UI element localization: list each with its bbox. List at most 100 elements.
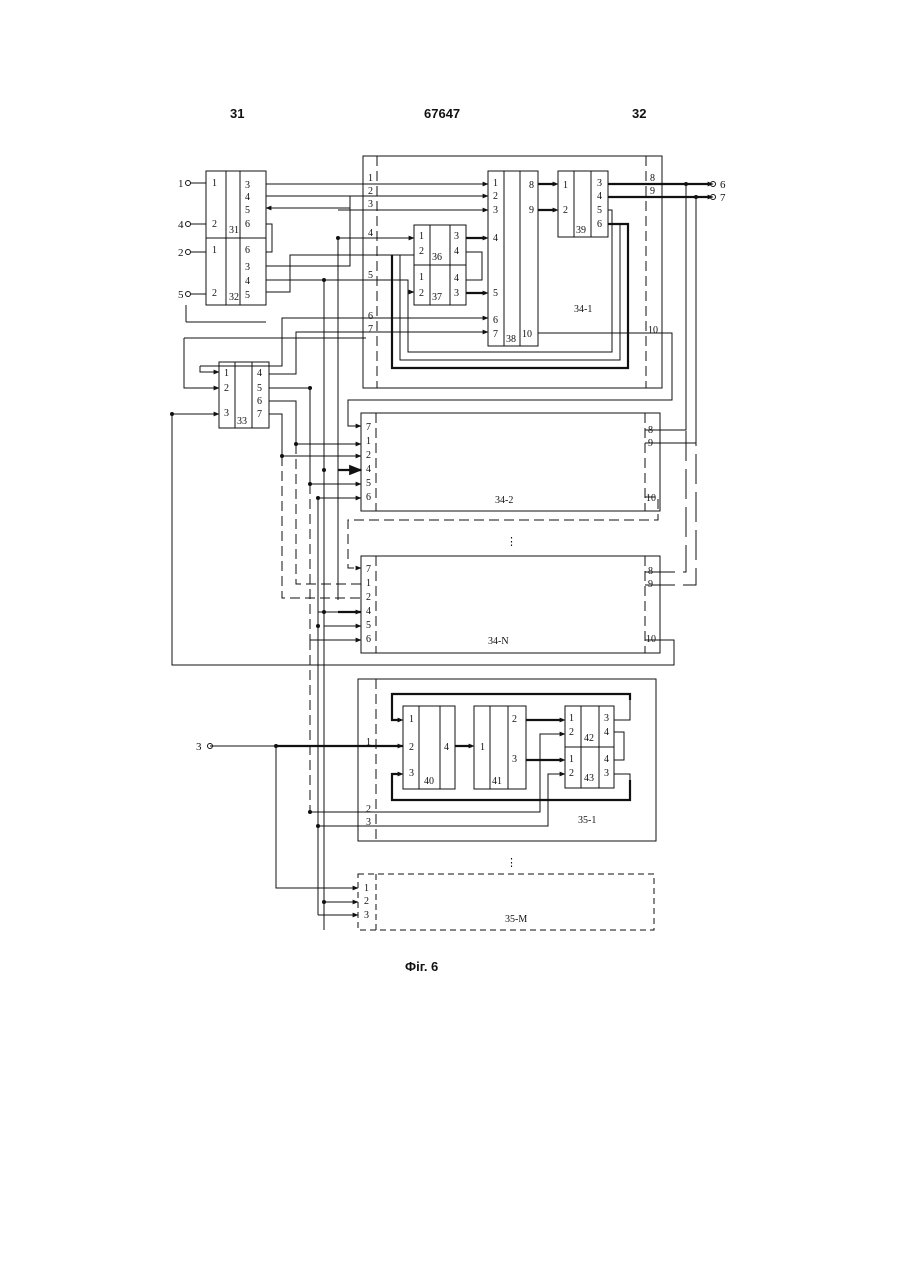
block-37-label: 37 <box>432 292 442 303</box>
block-42-in-1: 1 <box>569 713 574 724</box>
block-37-in-1: 1 <box>419 272 424 283</box>
module-34-1-in-4: 4 <box>368 228 373 239</box>
block-32-port-5: 5 <box>245 290 250 301</box>
block-31-port-3: 3 <box>245 180 250 191</box>
block-39-out-4: 4 <box>597 191 602 202</box>
block-32-port-3: 3 <box>245 262 250 273</box>
block-33-port-6: 6 <box>257 396 262 407</box>
block-33-port-4: 4 <box>257 368 262 379</box>
block-43-out-3: 3 <box>604 768 609 779</box>
block-38-out-9: 9 <box>529 205 534 216</box>
module-34-2-out-10: 10 <box>646 493 656 504</box>
block-32-port-2: 2 <box>212 288 217 299</box>
module-34-1-in-7: 7 <box>368 324 373 335</box>
connection-lines <box>172 184 713 930</box>
block-39-in-1: 1 <box>563 180 568 191</box>
block-31-port-4: 4 <box>245 192 250 203</box>
block-33-port-5: 5 <box>257 383 262 394</box>
module-35-m-in-1: 1 <box>364 883 369 894</box>
block-38-label: 38 <box>506 334 516 345</box>
block-33-port-7: 7 <box>257 409 262 420</box>
terminal-3-label: 3 <box>196 741 202 753</box>
block-41-in-1: 1 <box>480 742 485 753</box>
block-37-out-3: 3 <box>454 288 459 299</box>
block-38-in-2: 2 <box>493 191 498 202</box>
block-42-label: 42 <box>584 733 594 744</box>
module-34-n-in-5: 5 <box>366 620 371 631</box>
block-38-in-3: 3 <box>493 205 498 216</box>
block-40-out-4: 4 <box>444 742 449 753</box>
module-34-n-in-6: 6 <box>366 634 371 645</box>
module-34-n-in-7: 7 <box>366 564 371 575</box>
block-33-port-1: 1 <box>224 368 229 379</box>
block-38-in-4: 4 <box>493 233 498 244</box>
module-34-1-in-5: 5 <box>368 270 373 281</box>
module-34-2-in-1: 1 <box>366 436 371 447</box>
terminal-7-label: 7 <box>720 192 726 204</box>
block-32-port-6: 6 <box>245 245 250 256</box>
module-35-m-in-2: 2 <box>364 896 369 907</box>
module-34-1-in-2: 2 <box>368 186 373 197</box>
module-34-1-label: 34-1 <box>574 304 592 315</box>
block-38-in-6: 6 <box>493 315 498 326</box>
module-35-m-in-3: 3 <box>364 910 369 921</box>
block-40-in-2: 2 <box>409 742 414 753</box>
block-31-port-6: 6 <box>245 219 250 230</box>
module-34-2-in-4: 4 <box>366 464 371 475</box>
block-38-out-8: 8 <box>529 180 534 191</box>
module-34-1-in-6: 6 <box>368 311 373 322</box>
module-34-n-in-1: 1 <box>366 578 371 589</box>
block-31-port-1: 1 <box>212 178 217 189</box>
block-41-out-2: 2 <box>512 714 517 725</box>
block-39-out-3: 3 <box>597 178 602 189</box>
module-34-1-out-10: 10 <box>648 325 658 336</box>
block-33-label: 33 <box>237 416 247 427</box>
block-31-port-2: 2 <box>212 219 217 230</box>
terminal-1-label: 1 <box>178 178 184 190</box>
module-34-n-frame <box>361 556 660 653</box>
block-32-port-1: 1 <box>212 245 217 256</box>
block-36-out-3: 3 <box>454 231 459 242</box>
block-32-label: 32 <box>229 292 239 303</box>
block-39-out-5: 5 <box>597 205 602 216</box>
block-40-in-3: 3 <box>409 768 414 779</box>
module-34-1-out-9: 9 <box>650 186 655 197</box>
block-42-out-4: 4 <box>604 727 609 738</box>
block-33-port-2: 2 <box>224 383 229 394</box>
module-ellipsis-35: ⋮ <box>506 857 517 869</box>
block-36-out-4: 4 <box>454 246 459 257</box>
block-41-label: 41 <box>492 776 502 787</box>
module-34-2-in-5: 5 <box>366 478 371 489</box>
module-34-1-frame <box>363 156 662 388</box>
module-34-2-in-7: 7 <box>366 422 371 433</box>
module-34-1-in-3: 3 <box>368 199 373 210</box>
block-38-in-1: 1 <box>493 178 498 189</box>
module-34-1-in-1: 1 <box>368 173 373 184</box>
module-35-1-label: 35-1 <box>578 815 596 826</box>
module-35-1-in-2: 2 <box>366 804 371 815</box>
block-43-label: 43 <box>584 773 594 784</box>
terminal-5-label: 5 <box>178 289 184 301</box>
block-36-in-2: 2 <box>419 246 424 257</box>
block-41-out-3: 3 <box>512 754 517 765</box>
block-39-out-6: 6 <box>597 219 602 230</box>
block-37-out-4: 4 <box>454 273 459 284</box>
module-35-m-label: 35-M <box>505 914 527 925</box>
block-42-out-3: 3 <box>604 713 609 724</box>
module-34-n-label: 34-N <box>488 636 509 647</box>
block-40-in-1: 1 <box>409 714 414 725</box>
module-34-1-out-8: 8 <box>650 173 655 184</box>
input-terminals <box>186 181 207 297</box>
block-43-out-4: 4 <box>604 754 609 765</box>
block-40-label: 40 <box>424 776 434 787</box>
block-36-label: 36 <box>432 252 442 263</box>
block-42-in-2: 2 <box>569 727 574 738</box>
block-38-in-5: 5 <box>493 288 498 299</box>
block-38-in-7: 7 <box>493 329 498 340</box>
block-31-port-5: 5 <box>245 205 250 216</box>
block-36-in-1: 1 <box>419 231 424 242</box>
block-33-port-3: 3 <box>224 408 229 419</box>
block-43-in-2: 2 <box>569 768 574 779</box>
figure-caption: Фіг. 6 <box>405 959 438 974</box>
